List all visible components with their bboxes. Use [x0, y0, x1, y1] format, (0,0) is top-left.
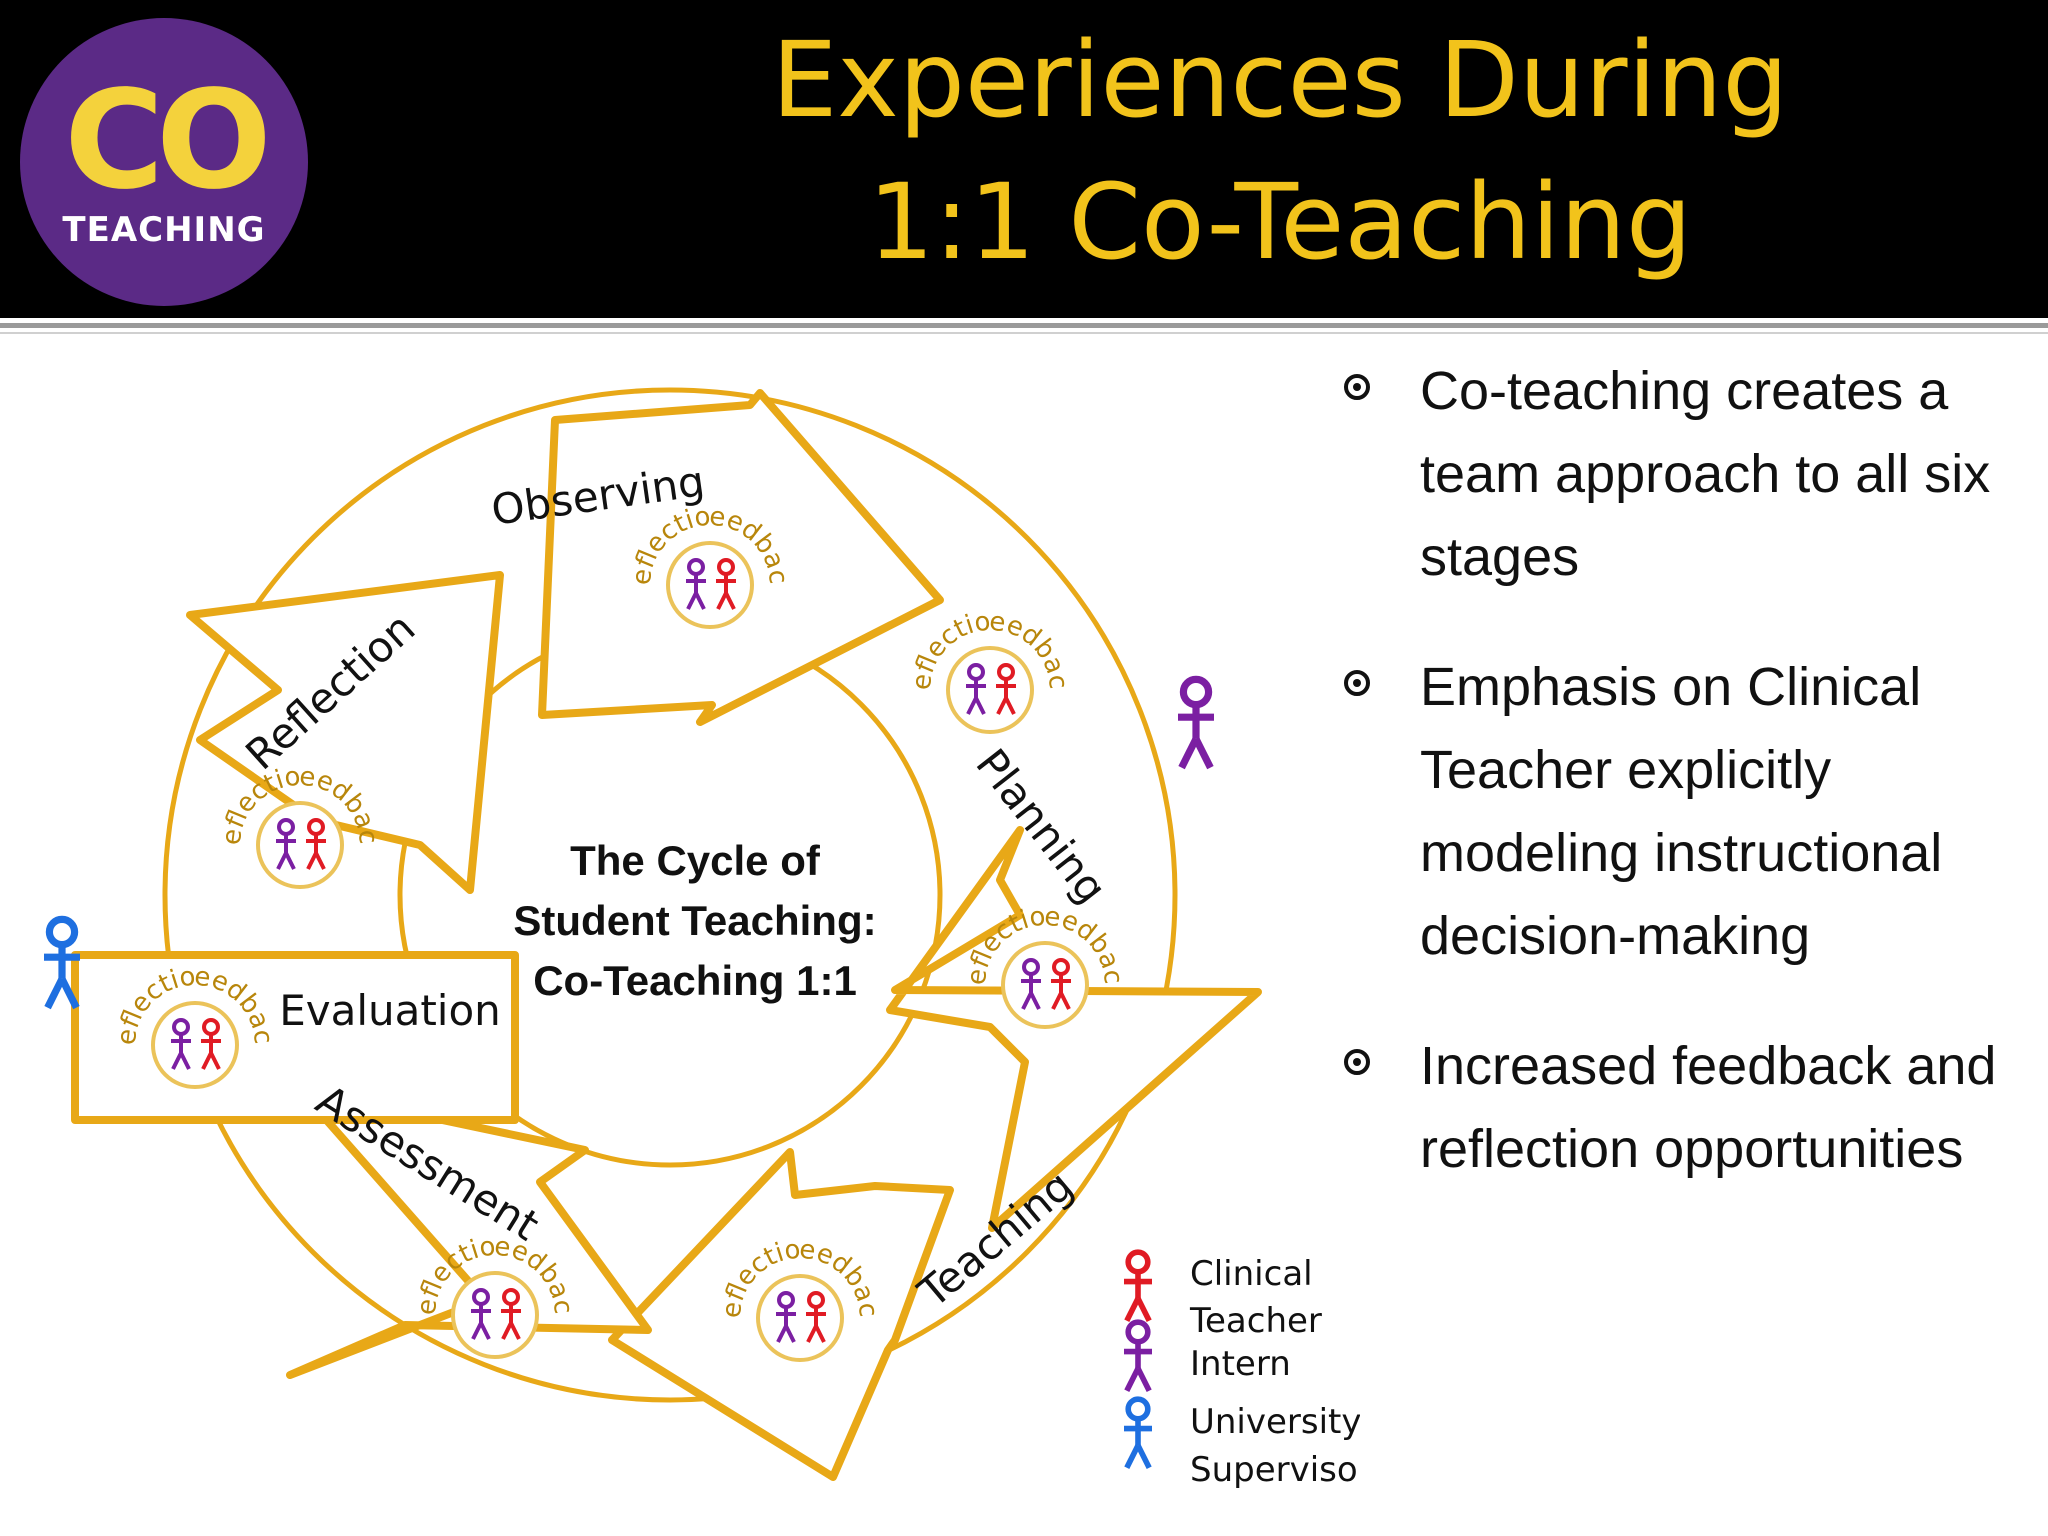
legend-supervisor-icon: [1124, 1399, 1152, 1468]
legend-intern-label: Intern: [1190, 1344, 1291, 1384]
bullet-circle-icon: [1344, 670, 1370, 696]
bullet-text: Increased feedback and reflection opport…: [1420, 1036, 1997, 1179]
legend-supervisor-line-2: Supervisor: [1190, 1450, 1360, 1490]
bullet-circle-icon: [1344, 1049, 1370, 1075]
slide-title-line-2: 1:1 Co-Teaching: [867, 161, 1693, 283]
cycle-center-title-line-3: Co-Teaching 1:1: [533, 957, 857, 1004]
bullet-text: Co-teaching creates a team approach to a…: [1420, 361, 1991, 587]
legend-clinical-teacher-line-2: Teacher: [1189, 1301, 1322, 1341]
bullet-text: Emphasis on Clinical Teacher explicitly …: [1420, 657, 1943, 966]
slide-title-line-1: Experiences During: [771, 19, 1789, 141]
cycle-center-title-line-1: The Cycle of: [570, 837, 821, 884]
header-divider-thin: [0, 332, 2048, 334]
bullet-item: Increased feedback and reflection opport…: [1340, 1025, 2040, 1191]
arrow-planning: [886, 826, 1262, 1232]
stage-label-evaluation: Evaluation: [279, 986, 501, 1035]
co-teaching-cycle-diagram: The Cycle of Student Teaching: Co-Teachi…: [0, 387, 1360, 1490]
header-divider: [0, 323, 2048, 328]
arrow-reflection: [186, 571, 504, 894]
legend-clinical-teacher-icon: [1124, 1252, 1152, 1321]
logo-teaching-text: TEACHING: [62, 210, 266, 250]
box-evaluation: [71, 951, 519, 1124]
header-bar: CO TEACHING Experiences During 1:1 Co-Te…: [0, 0, 2048, 318]
bullet-item: Emphasis on Clinical Teacher explicitly …: [1340, 646, 2040, 978]
bullet-list: Co-teaching creates a team approach to a…: [1340, 350, 2040, 1238]
logo-co-text: CO: [64, 62, 271, 220]
bullet-item: Co-teaching creates a team approach to a…: [1340, 350, 2040, 599]
cycle-center-title-line-2: Student Teaching:: [513, 897, 876, 944]
reflection-feedback-badge: ReflectionFeedback: [907, 607, 1073, 732]
bullet-circle-icon: [1344, 374, 1370, 400]
legend-intern-icon: [1124, 1322, 1152, 1391]
legend-supervisor-line-1: University: [1190, 1402, 1360, 1442]
intern-figure: [1178, 679, 1214, 767]
legend: Clinical Teacher Intern University Super…: [1124, 1252, 1360, 1490]
co-teaching-logo: CO TEACHING: [20, 18, 308, 306]
legend-clinical-teacher-line-1: Clinical: [1190, 1254, 1313, 1294]
